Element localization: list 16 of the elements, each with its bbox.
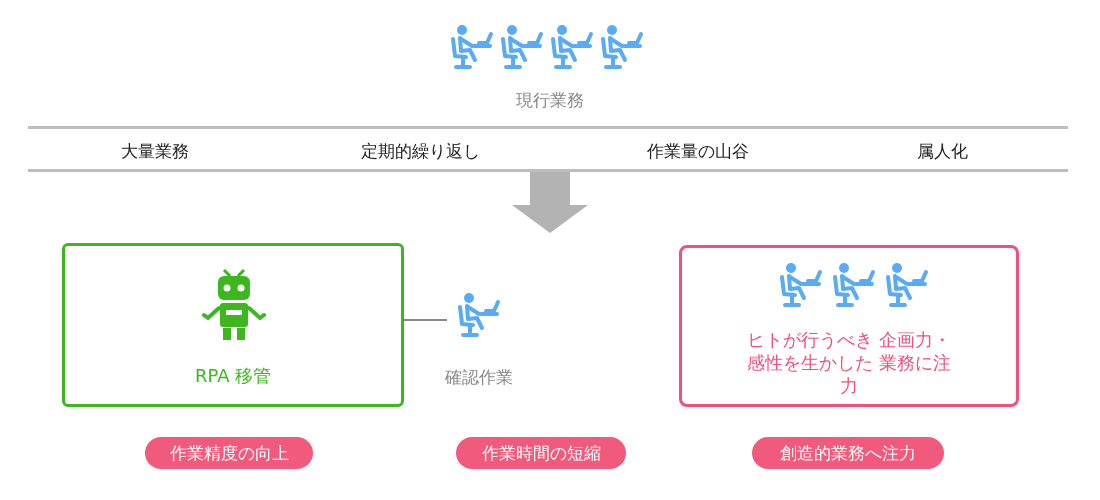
band (28, 126, 1068, 172)
box-caption: RPA 移管 (195, 364, 272, 388)
band-label: 定期的繰り返し (360, 140, 480, 163)
rpa-box (62, 243, 404, 407)
down-arrow (512, 171, 588, 233)
connector-line (403, 319, 448, 321)
result-badge: 作業精度の向上 (145, 437, 313, 469)
focus-box (679, 245, 1019, 407)
band-label: 作業量の山谷 (647, 140, 749, 163)
band-label: 属人化 (916, 140, 968, 163)
node-label: 確認作業 (445, 366, 513, 389)
box-caption: ヒトが行うべき 企画力・感性を生かした 業務に注力 (746, 328, 952, 397)
result-badge: 創造的業務へ注力 (752, 437, 944, 469)
band-label: 大量業務 (121, 140, 189, 163)
result-badge: 作業時間の短縮 (456, 437, 626, 469)
group-caption: 現行業務 (516, 89, 584, 112)
